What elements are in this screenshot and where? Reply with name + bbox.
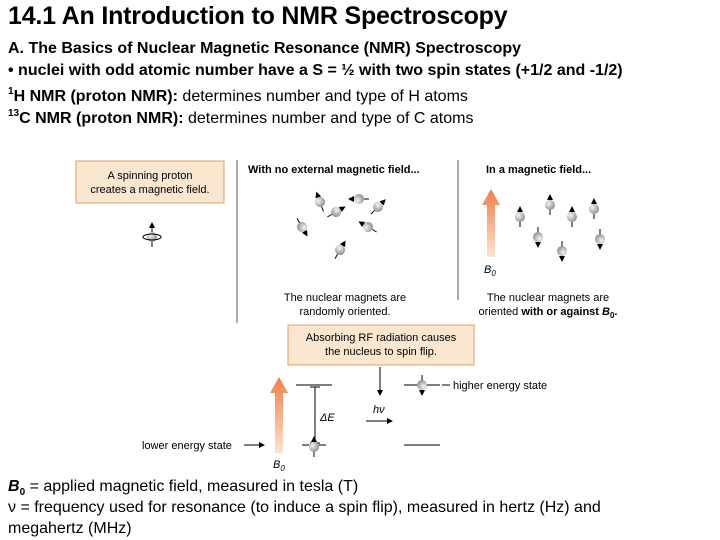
b0-field-arrow-bottom [270, 377, 288, 453]
c-nmr-label: C NMR (proton NMR): [19, 110, 184, 127]
b0-label-bottom: B0 [273, 459, 285, 473]
oriented-line2: oriented with or against B0. [479, 306, 618, 320]
spinning-proton-icon [142, 222, 162, 247]
h-nmr-sup: 1 [8, 86, 14, 97]
nmr-figure: A spinning proton creates a magnetic fie… [75, 160, 618, 473]
h-nmr-text: determines number and type of H atoms [177, 88, 468, 105]
spin-box-line1: A spinning proton [107, 170, 192, 182]
nu-definition-line2: megahertz (MHz) [8, 520, 132, 537]
rf-box-line1: Absorbing RF radiation causes [306, 332, 457, 344]
oriented-line1: The nuclear magnets are [487, 292, 609, 304]
hv-label: hν [373, 404, 385, 416]
random-line1: The nuclear magnets are [284, 292, 406, 304]
h-nmr-label: H NMR (proton NMR): [13, 88, 178, 105]
higher-state-nucleus [417, 375, 427, 396]
spin-box-line2: creates a magnetic field. [90, 184, 209, 196]
b0-label-top: B0 [484, 264, 496, 278]
b0-subscript: 0 [19, 487, 26, 499]
rf-box [287, 324, 475, 366]
spin-box [75, 160, 225, 204]
rf-box-line2: the nucleus to spin flip. [325, 346, 437, 358]
b0-field-arrow-top [482, 189, 500, 257]
b0-definition: B0 = applied magnetic field, measured in… [8, 478, 358, 498]
c-nmr-text: determines number and type of C atoms [183, 110, 474, 127]
random-line2: randomly oriented. [299, 306, 390, 318]
b0-symbol: B [8, 478, 20, 495]
spin-bullet: • nuclei with odd atomic number have a S… [8, 62, 623, 79]
random-nuclei [296, 191, 386, 259]
nu-definition-line1: ν = frequency used for resonance (to ind… [8, 499, 601, 516]
slide-subtitle: A. The Basics of Nuclear Magnetic Resona… [8, 40, 522, 57]
lower-state-nucleus [309, 436, 319, 457]
in-field-title: In a magnetic field... [486, 164, 591, 176]
delta-e-label: ΔE [319, 412, 335, 424]
higher-state-label: higher energy state [453, 380, 547, 392]
h-nmr-line: 1H NMR (proton NMR): determines number a… [8, 86, 468, 106]
c-nmr-line: 13C NMR (proton NMR): determines number … [8, 108, 474, 128]
c-nmr-sup: 13 [8, 108, 20, 119]
slide-title: 14.1 An Introduction to NMR Spectroscopy [8, 2, 508, 30]
b0-text: = applied magnetic field, measured in te… [25, 478, 359, 495]
aligned-nuclei [515, 194, 605, 262]
no-field-title: With no external magnetic field... [248, 164, 420, 176]
lower-state-label: lower energy state [142, 440, 232, 452]
